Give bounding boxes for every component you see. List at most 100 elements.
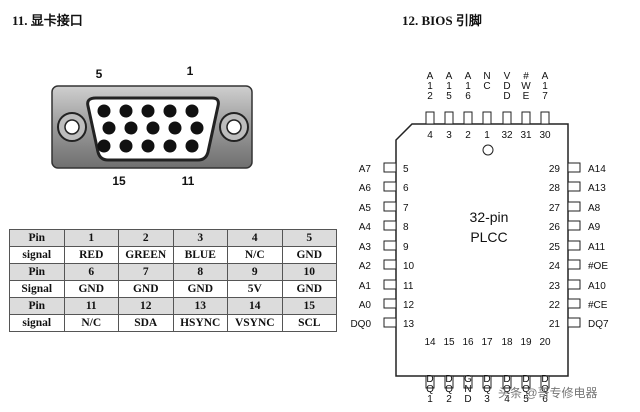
pin-name-char: 2 — [427, 91, 433, 102]
connector-label-15: 15 — [112, 174, 126, 188]
pin-number: 26 — [549, 222, 561, 233]
pin-name: A7 — [359, 164, 372, 175]
pin-name: #CE — [588, 300, 608, 311]
table-cell: SCL — [281, 314, 337, 332]
pin1-marker — [482, 144, 494, 156]
connector-label-5: 5 — [96, 67, 103, 81]
pin-pad — [383, 279, 397, 290]
pin-name: A13 — [588, 183, 606, 194]
pin-name: A2 — [359, 261, 372, 272]
pin-pad — [482, 111, 492, 125]
pin-name-char: D — [445, 374, 452, 385]
pin-number: 5 — [403, 164, 409, 175]
pin-name: DQ0 — [350, 319, 371, 330]
table-cell: 8 — [172, 263, 228, 281]
pin-number: 28 — [549, 183, 561, 194]
pin-name-char: Q — [483, 384, 491, 395]
pin-number: 13 — [403, 319, 415, 330]
pin-pad — [502, 111, 512, 125]
pin-number: 29 — [549, 164, 561, 175]
table-cell: SDA — [118, 314, 174, 332]
pin-name: #OE — [588, 261, 608, 272]
vga-pin-hole — [119, 104, 133, 118]
pin-pad — [567, 298, 581, 309]
pin-name: A1 — [359, 281, 372, 292]
table-cell: Pin — [9, 263, 65, 281]
pin-name-char: 6 — [542, 394, 548, 405]
table-cell: 13 — [172, 297, 228, 315]
pin-number: 7 — [403, 203, 409, 214]
table-cell: HSYNC — [172, 314, 228, 332]
pin-pad — [482, 375, 492, 389]
screw-right — [219, 112, 249, 142]
table-cell: 4 — [227, 229, 283, 247]
vga-pin-hole — [163, 139, 177, 153]
pin-name-char: A — [465, 71, 472, 82]
pin-pad — [502, 375, 512, 389]
pin-pad — [540, 375, 550, 389]
chip-label-line2: PLCC — [470, 229, 507, 245]
table-cell: Pin — [9, 229, 65, 247]
pin-name: DQ7 — [588, 319, 609, 330]
pin-name-char: C — [483, 81, 490, 92]
pin-name: A0 — [359, 300, 372, 311]
pin-pad — [425, 111, 435, 125]
table-cell: RED — [63, 246, 119, 264]
pin-name-char: V — [504, 71, 511, 82]
vga-pin-hole — [185, 139, 199, 153]
vga-heading: 11. 显卡接口 — [12, 13, 83, 28]
table-cell: VSYNC — [227, 314, 283, 332]
pin-name: A6 — [359, 183, 372, 194]
pin-pad — [567, 220, 581, 231]
vga-pin-hole — [163, 104, 177, 118]
screw-left — [57, 112, 87, 142]
pin-number: 2 — [465, 130, 471, 141]
pin-name-char: D — [522, 374, 529, 385]
pin-pad — [567, 240, 581, 251]
pin-name-char: D — [426, 374, 433, 385]
pin-name: A3 — [359, 242, 372, 253]
pin-name-char: Q — [445, 384, 453, 395]
vga-pin-hole — [97, 104, 111, 118]
table-cell: 5V — [227, 280, 283, 298]
pin-pad — [383, 317, 397, 328]
pin-pad — [383, 259, 397, 270]
pin-number: 20 — [539, 337, 551, 348]
pin-name-char: D — [503, 81, 510, 92]
plcc-chip-diagram: 32-pin PLCC 4A123A152A161NC32VDD31#WE30A… — [350, 71, 609, 405]
pin-number: 31 — [520, 130, 532, 141]
pin-number: 11 — [403, 281, 414, 292]
pin-number: 30 — [539, 130, 551, 141]
table-cell: N/C — [63, 314, 119, 332]
table-cell: Signal — [9, 280, 65, 298]
vga-pin-hole — [185, 104, 199, 118]
pin-pad — [444, 375, 454, 389]
pin-name-char: A — [427, 71, 434, 82]
table-cell: 15 — [281, 297, 337, 315]
pin-number: 12 — [403, 300, 415, 311]
pin-name-char: 1 — [427, 81, 433, 92]
vga-pin-holes — [97, 104, 204, 153]
pin-pad — [567, 317, 581, 328]
table-cell: 1 — [63, 229, 119, 247]
table-cell: signal — [9, 246, 65, 264]
pin-number: 22 — [549, 300, 561, 311]
table-cell: GND — [281, 246, 337, 264]
pin-number: 9 — [403, 242, 409, 253]
table-cell: 12 — [118, 297, 174, 315]
pin-number: 1 — [484, 130, 490, 141]
pin-name-char: 1 — [446, 81, 452, 92]
vga-pin-hole — [119, 139, 133, 153]
pin-number: 16 — [462, 337, 474, 348]
vga-pin-hole — [141, 139, 155, 153]
pin-name-char: 5 — [523, 394, 529, 405]
pin-name-char: N — [464, 384, 471, 395]
vga-pin-hole — [141, 104, 155, 118]
pin-number: 3 — [446, 130, 452, 141]
pin-pad — [567, 201, 581, 212]
pin-pad — [567, 181, 581, 192]
